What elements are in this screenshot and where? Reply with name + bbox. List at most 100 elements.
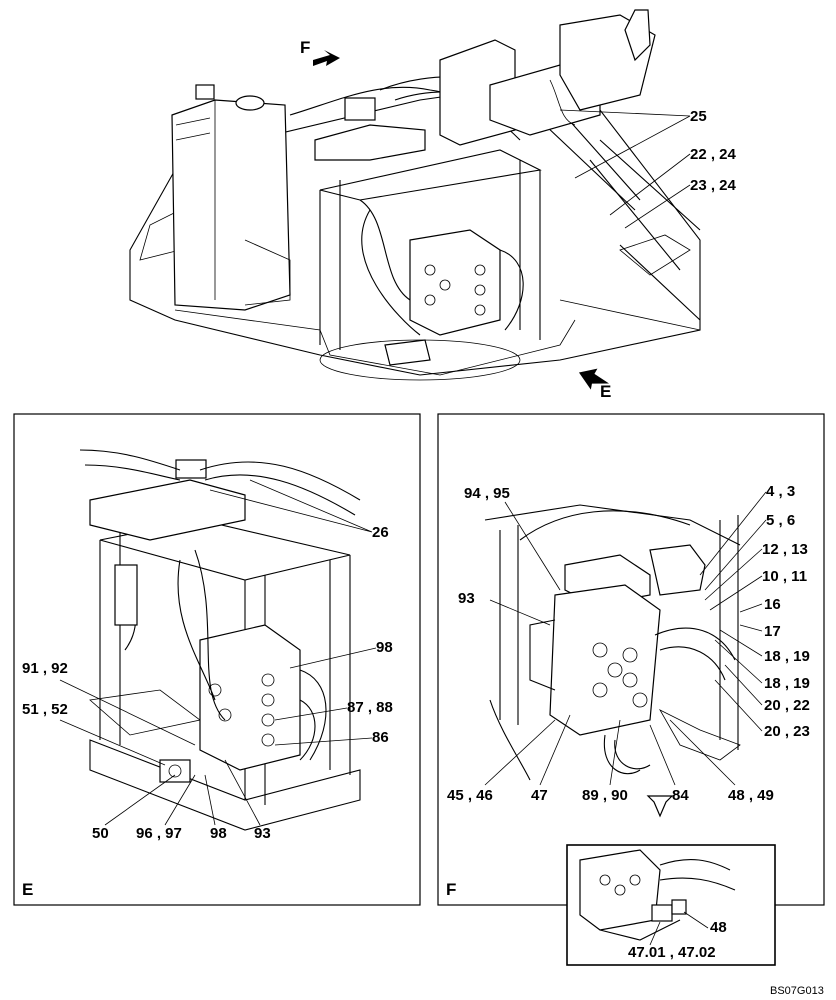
e-leader-93 [224,759,261,826]
f-callout-5-6: 5 , 6 [766,512,795,529]
f-side-plate [529,619,556,691]
leader-22-24 [609,153,691,216]
f-leader-93 [489,599,551,626]
e-callout-96-97: 96 , 97 [136,825,182,842]
f-leader-94-95 [504,501,561,591]
hydraulic-tank [171,99,291,311]
e-callout-26: 26 [372,524,389,541]
f-leader-10-11 [709,575,763,611]
f-control-valve [549,584,661,736]
e-base-plate [89,739,361,831]
e-callout-51-52: 51 , 52 [22,701,68,718]
hose-f [499,249,524,331]
panel-f: 94 , 95 4 , 3 5 , 6 12 , 13 10 , 11 93 1… [437,413,825,966]
e-callout-91-92: 91 , 92 [22,660,68,677]
f-inset-callout-47: 47.01 , 47.02 [628,944,716,961]
f-leader-89-90 [609,719,621,786]
f-leader-84 [649,724,676,786]
panel-e: 26 98 91 , 92 51 , 52 87 , 88 86 50 96 ,… [13,413,421,906]
f-leader-16 [739,603,763,613]
e-callout-93: 93 [254,825,271,842]
tank-filler-cap [195,84,215,100]
f-callout-20-22: 20 , 22 [764,697,810,714]
joystick-lever [624,9,651,62]
panel-e-frame [13,413,421,906]
e-leader-86 [274,737,373,746]
f-callout-16: 16 [764,596,781,613]
f-callout-45-46: 45 , 46 [447,787,493,804]
f-inset-valve [579,849,661,931]
view-arrow-e-icon [578,368,610,390]
tank-breather [235,95,265,111]
f-leader-48-49 [669,719,736,786]
f-leader-12-13 [704,548,763,601]
frame-rail [559,299,701,331]
e-callout-50: 50 [92,825,109,842]
e-pilot-block [114,564,138,626]
panel-e-letter: E [22,880,33,899]
f-inset-fitting-2 [671,899,687,915]
f-inset-fitting [651,904,673,922]
f-leader-20-23 [714,679,763,732]
hose-d [359,199,411,301]
f-view-arrow-icon [646,795,674,818]
callout-22-24: 22 , 24 [690,146,737,163]
f-lower-bracket [658,709,741,761]
f-callout-47: 47 [531,787,548,804]
f-hoses-bottom [603,734,651,775]
f-callout-17: 17 [764,623,781,640]
tank-edges [175,100,216,300]
f-frame-posts [499,515,739,750]
e-callout-98-top: 98 [376,639,393,656]
view-arrow-e-label: E [600,382,611,401]
callout-25: 25 [690,108,707,125]
f-leader-18-19-a [719,629,763,657]
panel-f-letter: F [446,880,456,899]
e-callout-87-88: 87 , 88 [347,699,393,716]
e-hoses-side [299,669,327,761]
support-frame [319,149,542,350]
view-arrow-f-label: F [300,38,310,57]
control-valve [409,229,501,336]
e-leader-96-97 [164,774,196,826]
e-leader-26 [209,479,373,533]
f-leader-45-46 [484,719,556,786]
main-view: F E 25 22 , 24 23 , 24 [129,9,737,401]
view-arrow-f-icon [313,50,340,66]
f-callout-84: 84 [672,787,689,804]
f-callout-12-13: 12 , 13 [762,541,808,558]
boom-lines [589,139,701,321]
e-hoses-mid [177,549,226,721]
base-plate-edge [174,309,576,376]
f-hose-top [519,510,691,541]
f-callout-4-3: 4 , 3 [766,483,795,500]
f-callout-48-49: 48 , 49 [728,787,774,804]
f-callout-89-90: 89 , 90 [582,787,628,804]
f-hose-left [489,699,531,781]
f-callout-18-19-a: 18 , 19 [764,648,810,665]
f-leader-47 [539,714,571,786]
e-leader-98-top [289,647,377,669]
boom-bracket [619,234,691,276]
e-leader-87-88 [274,707,348,721]
e-leader-50 [104,774,176,826]
e-callout-98-bottom: 98 [210,825,227,842]
top-mount-bracket [314,124,426,161]
f-leader-5-6 [704,519,767,591]
callout-23-24: 23 , 24 [690,177,737,194]
e-lower-block [159,759,191,783]
f-inset-base [599,919,681,941]
drawing-code: BS07G013 [770,985,824,997]
e-leader-98-bottom [204,774,216,826]
f-solenoid-block [649,544,706,596]
top-mount-block [344,97,376,121]
f-inset-hoses [659,859,736,891]
leader-25 [559,109,691,179]
f-leader-17 [739,624,763,632]
f-callout-10-11: 10 , 11 [762,568,807,585]
f-callout-18-19-b: 18 , 19 [764,675,810,692]
f-hoses-right [654,627,736,681]
e-callout-86: 86 [372,729,389,746]
e-mount-bracket [89,479,246,541]
